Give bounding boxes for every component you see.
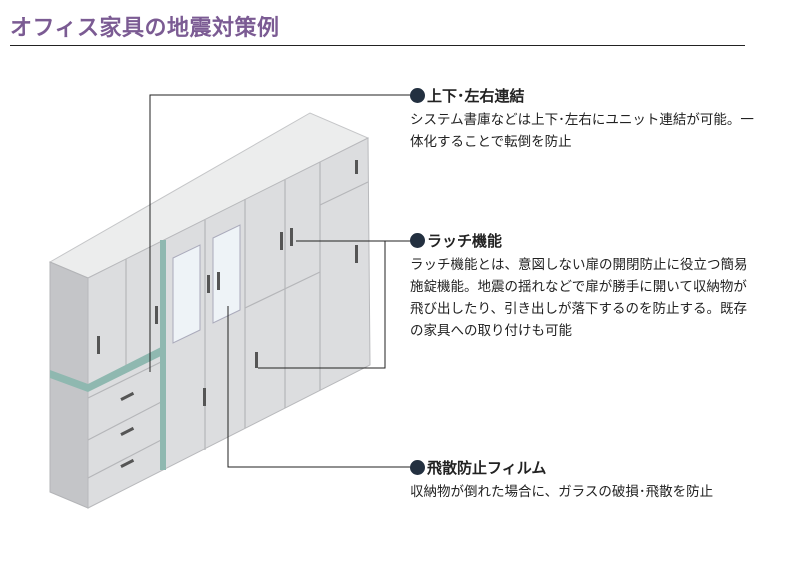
bullet-icon: [410, 460, 425, 475]
glass-door: [172, 244, 201, 344]
bullet-icon: [410, 88, 425, 103]
title-divider: [10, 45, 745, 46]
callout-heading: 飛散防止フィルム: [427, 459, 547, 477]
leader-lines: [149, 94, 410, 468]
callout-film: 飛散防止フィルム 収納物が倒れた場合に、ガラスの破損･飛散を防止: [410, 457, 755, 503]
callout-heading: ラッチ機能: [427, 232, 503, 250]
callout-connection: 上下･左右連結 システム書庫などは上下･左右にユニット連結が可能。一体化すること…: [410, 85, 755, 153]
glass-door: [212, 224, 241, 324]
bullet-icon: [410, 233, 425, 248]
cabinet-front: [87, 137, 371, 509]
page-title: オフィス家具の地震対策例: [10, 16, 280, 41]
callout-body: ラッチ機能とは、意図しない扉の開閉防止に役立つ簡易施錠機能。地震の揺れなどで扉が…: [410, 257, 748, 339]
callout-latch: ラッチ機能 ラッチ機能とは、意図しない扉の開閉防止に役立つ簡易施錠機能。地震の揺…: [410, 230, 755, 342]
callout-heading: 上下･左右連結: [427, 87, 525, 105]
callout-body: 収納物が倒れた場合に、ガラスの破損･飛散を防止: [410, 484, 714, 500]
connection-band-vertical: [160, 240, 166, 470]
callout-body: システム書庫などは上下･左右にユニット連結が可能。一体化することで転倒を防止: [410, 112, 754, 150]
